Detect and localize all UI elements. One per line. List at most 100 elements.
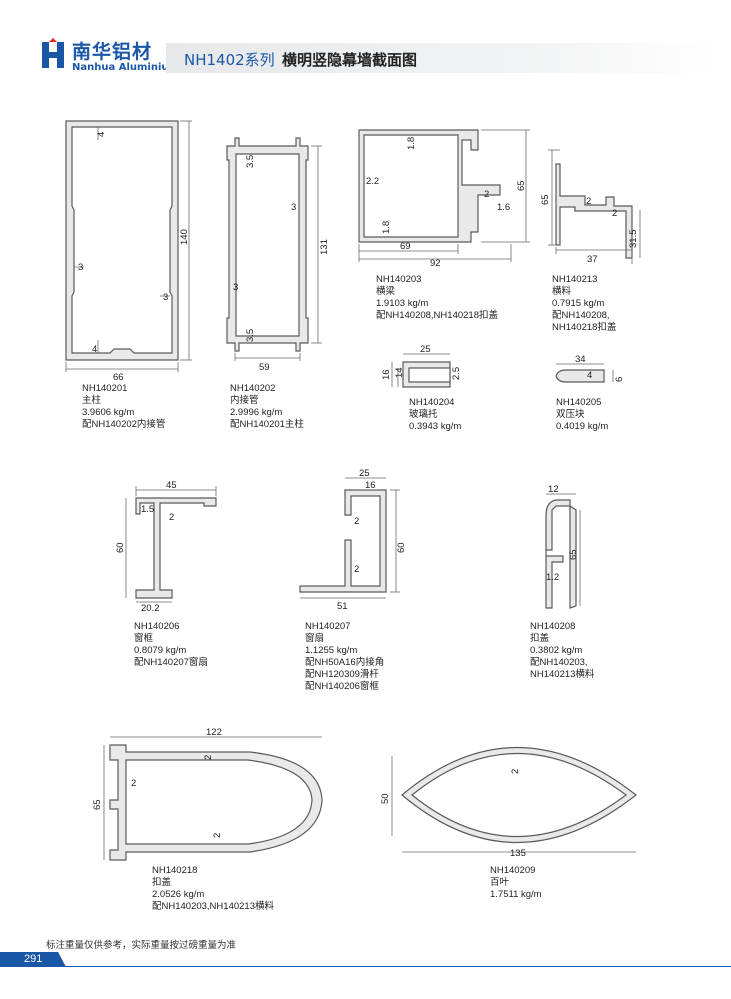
dim-width: 122	[206, 727, 222, 738]
profile-name: 窗扇	[305, 633, 325, 644]
profile-note: 配NH140208,	[552, 310, 610, 321]
profile-note: 配NH140203,	[530, 657, 588, 668]
profile-note: 配NH50A16内接角	[305, 657, 385, 668]
dim-thickness: 1.8	[381, 221, 392, 234]
dim-thickness: 2	[484, 189, 489, 200]
dim-thickness: 1.6	[497, 202, 510, 213]
dim-width: 66	[113, 372, 124, 383]
page-number-tab	[0, 952, 66, 967]
profile-code: NH140203	[376, 274, 422, 285]
page-title: 横明竖隐幕墙截面图	[282, 51, 418, 69]
dim-height: 60	[396, 542, 407, 553]
series-label: NH1402系列	[184, 51, 275, 69]
dim-thickness: 2	[131, 778, 136, 789]
profile-drawing-nh140206: 45 60 20.2 1.5 2	[115, 480, 217, 614]
profile-drawing-nh140202: 59 131 3.5 3 3 3.5	[226, 137, 330, 373]
dim-thickness: 1.2	[546, 572, 559, 583]
weight-disclaimer: 标注重量仅供参考，实际重量按过磅重量为准	[46, 940, 237, 951]
profile-drawing-nh140207: 25 16 51 60 2 2	[299, 468, 407, 612]
profile-note: NH140218扣盖	[552, 322, 617, 333]
dim-thickness: 2	[354, 516, 359, 527]
profile-drawing-nh140213: 65 37 31.5 2 2	[540, 149, 641, 265]
profile-caption-nh140213: NH140213 横料 0.7915 kg/m 配NH140208, NH140…	[552, 274, 616, 334]
dim-width: 69	[400, 241, 411, 252]
dim-thickness: 2.2	[366, 176, 379, 187]
profile-caption-nh140218: NH140218 扣盖 2.0526 kg/m 配NH140203,NH1402…	[152, 865, 274, 913]
dim-height: 65	[516, 180, 527, 191]
dim-height: 6	[614, 377, 625, 382]
dim-height: 65	[92, 799, 103, 810]
dim-height: 60	[115, 542, 126, 553]
profile-weight: 0.3802 kg/m	[530, 645, 583, 656]
profile-caption-nh140206: NH140206 窗框 0.8079 kg/m 配NH140207窗扇	[134, 621, 208, 669]
profile-weight: 2.0526 kg/m	[152, 889, 205, 900]
dim-thickness: 2	[612, 208, 617, 219]
dim-height: 14	[394, 367, 405, 378]
dim-thickness: 3	[163, 292, 168, 303]
profile-code: NH140206	[134, 621, 180, 632]
profile-name: 横梁	[376, 286, 396, 297]
profile-drawing-nh140203: 69 92 65 1.8 2.2 1.8 2 1.6	[358, 129, 530, 269]
profile-note: 配NH140203,NH140213横料	[152, 901, 274, 912]
title-bar	[166, 43, 717, 73]
profile-weight: 1.1255 kg/m	[305, 645, 358, 656]
profile-code: NH140209	[490, 865, 536, 876]
dim-height: 16	[381, 369, 392, 380]
profile-note: 配NH140207窗扇	[134, 657, 208, 668]
profile-drawing-nh140209: 135 50 2	[380, 747, 637, 859]
dim-thickness: 2	[586, 196, 591, 207]
profile-name: 窗框	[134, 633, 154, 644]
profile-drawing-nh140208: 12 65 1.2	[545, 484, 581, 609]
dim-height: 140	[179, 229, 190, 245]
dim-thickness: 2	[212, 833, 223, 838]
dim-thickness: 1.5	[141, 504, 154, 515]
profile-weight: 3.9606 kg/m	[82, 407, 135, 418]
profile-code: NH140201	[82, 383, 128, 394]
profile-drawing-nh140204: 25 16 14 2.5	[381, 344, 462, 388]
dim-thickness: 3	[233, 282, 238, 293]
profile-code: NH140213	[552, 274, 598, 285]
profile-caption-nh140204: NH140204 玻璃托 0.3943 kg/m	[409, 397, 461, 433]
dim-thickness: 4	[96, 132, 107, 137]
profile-drawing-nh140201: 66 140 4 3 3 4	[65, 120, 192, 383]
dim-height: 65	[568, 549, 579, 560]
profile-note: 配NH140202内接管	[82, 419, 166, 430]
profile-name: 扣盖	[152, 877, 172, 888]
dim-thickness: 3	[291, 202, 296, 213]
dim-width: 25	[359, 468, 370, 479]
dim-width: 37	[587, 254, 598, 265]
profile-drawing-nh140205: 34 6 4	[555, 354, 625, 383]
profile-name: 横料	[552, 286, 572, 297]
dim-thickness: 3.5	[245, 155, 256, 168]
profile-weight: 0.3943 kg/m	[409, 421, 462, 432]
profile-weight: 1.9103 kg/m	[376, 298, 429, 309]
page-number: 291	[24, 953, 43, 965]
profile-weight: 0.4019 kg/m	[556, 421, 609, 432]
dim-width: 135	[510, 848, 526, 859]
profile-weight: 2.9996 kg/m	[230, 407, 283, 418]
profile-caption-nh140208: NH140208 扣盖 0.3802 kg/m 配NH140203, NH140…	[530, 621, 594, 681]
profile-code: NH140202	[230, 383, 276, 394]
dim-height: 50	[380, 793, 391, 804]
profile-code: NH140218	[152, 865, 198, 876]
dim-width: 12	[548, 484, 559, 495]
dim-thickness: 2	[510, 769, 521, 774]
profile-caption-nh140205: NH140205 双压块 0.4019 kg/m	[556, 397, 608, 433]
profile-caption-nh140209: NH140209 百叶 1.7511 kg/m	[490, 865, 542, 901]
profile-name: 内接管	[230, 395, 259, 406]
profile-name: 扣盖	[530, 633, 550, 644]
profile-note: 配NH140208,NH140218扣盖	[376, 310, 498, 321]
dim-thickness: 3.5	[245, 329, 256, 342]
profile-code: NH140207	[305, 621, 351, 632]
dim-thickness: 2	[354, 564, 359, 575]
dim-thickness: 2.5	[451, 367, 462, 380]
profile-note: 配NH140201主柱	[230, 419, 304, 430]
dim-height: 31.5	[628, 230, 639, 249]
brand-name-english: Nanhua Aluminium	[72, 62, 179, 73]
dim-width: 25	[420, 344, 431, 355]
dim-width: 16	[365, 480, 376, 491]
brand-logo-icon	[42, 38, 64, 68]
profile-note: 配NH120309滑杆	[305, 669, 379, 680]
dim-thickness: 4	[587, 370, 592, 381]
